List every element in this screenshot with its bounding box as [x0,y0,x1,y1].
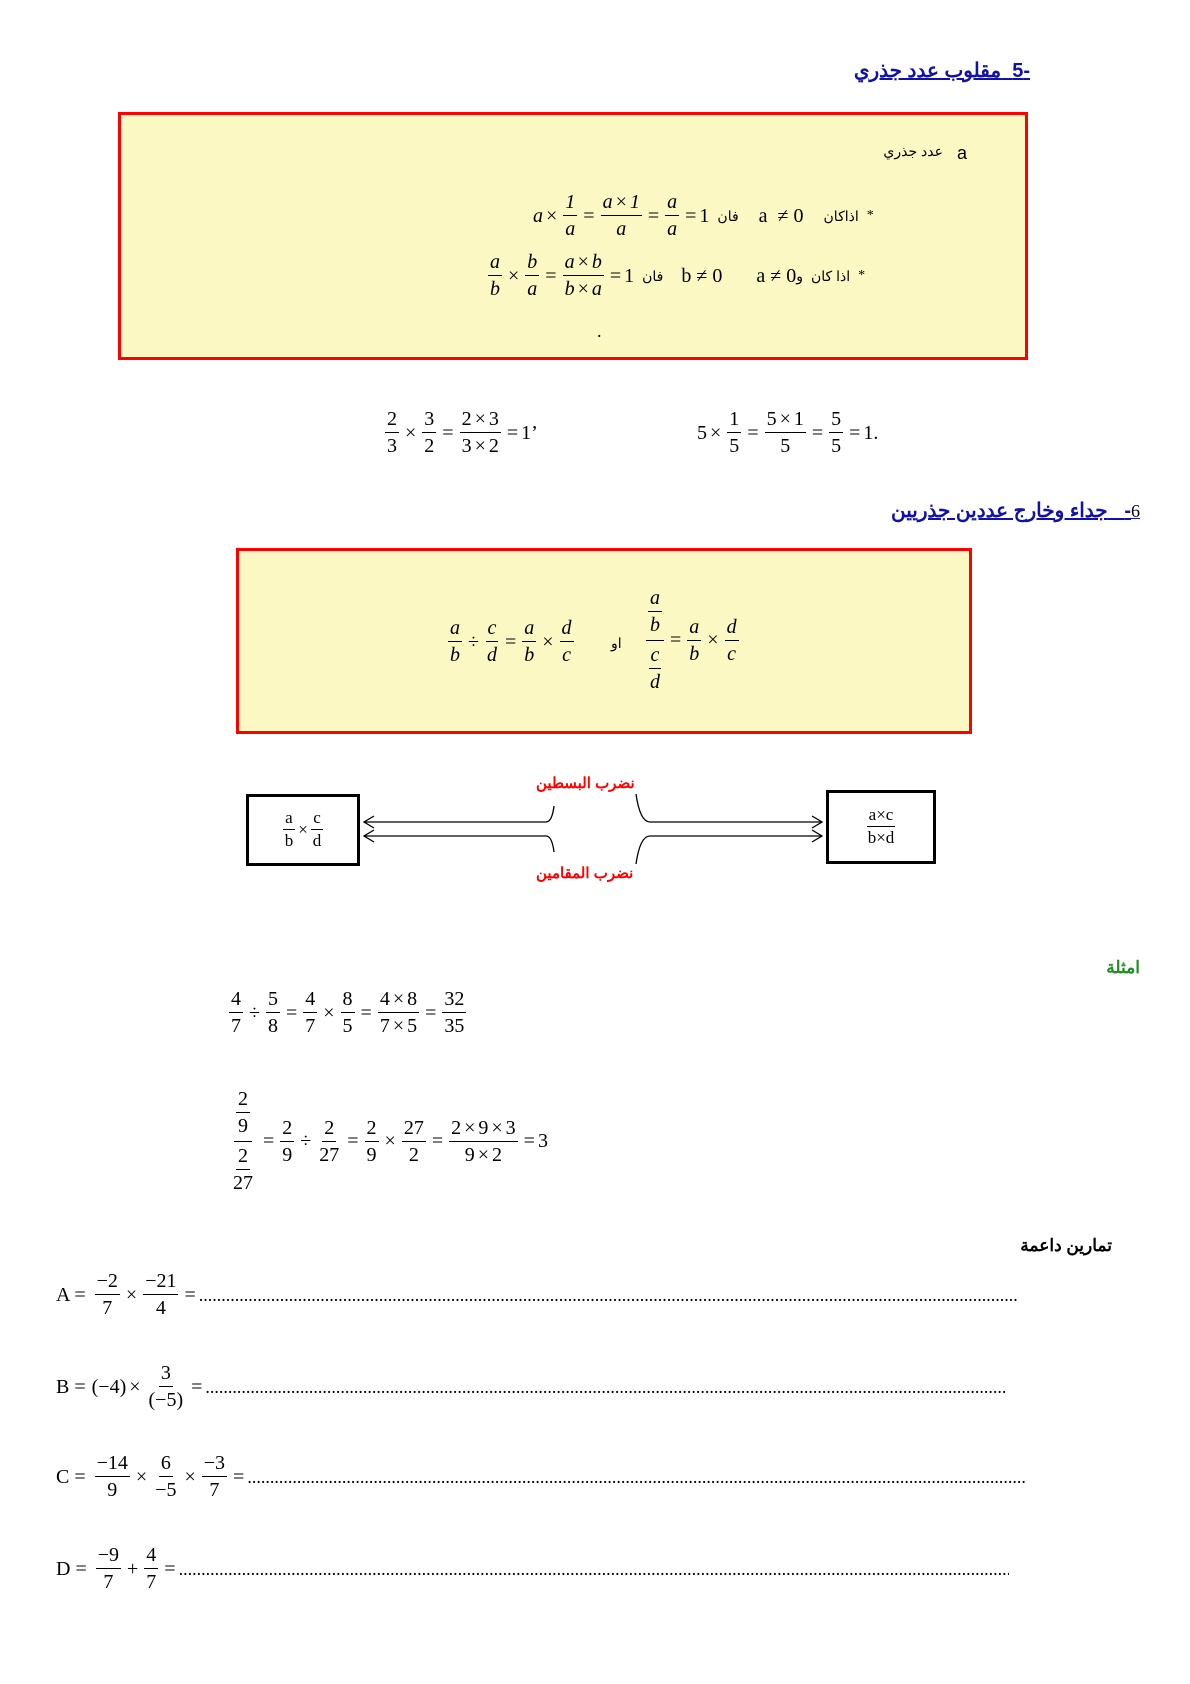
bottom-label: نضرب المقامين [536,865,634,882]
exercise-d-label: D = [56,1557,87,1580]
then-text-2: فان [642,267,664,284]
left-d: d [312,831,322,850]
cond-1: a ≠ 0 [758,204,804,227]
star-1: * [866,208,874,223]
star-2: * [858,268,866,283]
or-text: او [611,635,622,651]
left-times: × [298,820,308,839]
cond-text-2: اذا كان [810,267,851,284]
exercise-b: B = (−4)× 3(−5)= .......................… [56,1362,1005,1412]
diagram-arrows [362,793,824,865]
right-den: b×d [867,828,895,847]
cond-a: a ≠ 0 [756,264,797,287]
and-text: و [796,267,803,284]
exercise-a-label: A = [56,1283,86,1306]
section5-title: مقلوب عدد جذري [853,60,1002,82]
section6-title: جداء وخارج عددين جذريين [891,500,1108,522]
cond-b: b ≠ 0 [681,264,723,287]
section6-dash: - [1124,500,1131,522]
left-c: c [311,809,323,830]
recip-example-1-suffix: ’ [531,421,538,444]
intro-text: عدد جذري [883,143,943,159]
intro-line: a عدد جذري [883,143,967,164]
top-label: نضرب البسطين [536,775,635,792]
right-num: a×c [866,806,896,827]
section5-heading: -5 مقلوب عدد جذري [854,58,1030,83]
examples-heading: امثلة [1106,958,1140,977]
left-a: a [283,809,295,830]
intro-var: a [956,143,967,163]
recip-example-2-suffix: . [873,421,879,444]
exercise-b-label: B = [56,1375,86,1398]
section6-number: 6 [1131,501,1140,521]
exercises-heading: تمارين داعمة [1020,1236,1112,1255]
exercise-b-answer-line[interactable]: ........................................… [205,1376,1005,1397]
box1-dot: . [597,321,602,341]
cond-text-1: اذاكان [823,207,859,224]
then-text-1: فان [717,207,739,224]
exercise-a-answer-line[interactable]: ........................................… [198,1284,1019,1305]
section6-heading: 6 - جداء وخارج عددين جذريين [891,498,1140,523]
left-b: b [284,831,294,850]
section5-number: -5 [1012,60,1030,82]
exercise-c-label: C = [56,1465,86,1488]
exercise-c-answer-line[interactable]: ........................................… [247,1466,1027,1487]
exercise-d-answer-line[interactable]: ........................................… [178,1558,1009,1579]
